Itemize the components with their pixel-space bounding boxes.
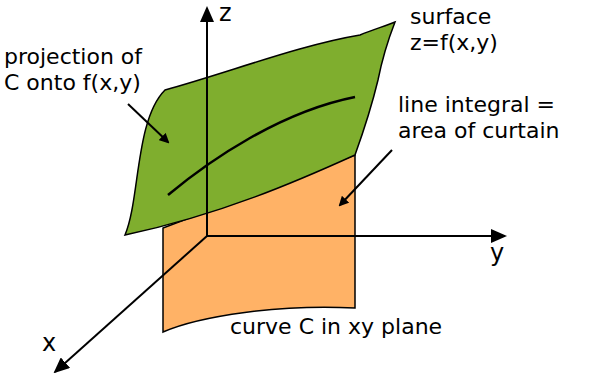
axis-label: z — [219, 0, 249, 26]
leader-line — [128, 104, 168, 142]
axis-label: y — [490, 240, 520, 266]
curve-label: curve C in xy plane — [230, 314, 530, 340]
y-axis — [207, 235, 505, 237]
leader-line — [340, 150, 392, 205]
z-axis — [206, 8, 208, 236]
x-axis — [55, 236, 207, 372]
axis-label: x — [42, 330, 72, 356]
surface-label: surface z=f(x,y) — [410, 4, 530, 56]
projection-label: projection of C onto f(x,y) — [4, 44, 162, 96]
projected-curve — [168, 97, 355, 195]
curtain-label: line integral = area of curtain — [398, 92, 588, 144]
surface-patch — [125, 22, 395, 235]
